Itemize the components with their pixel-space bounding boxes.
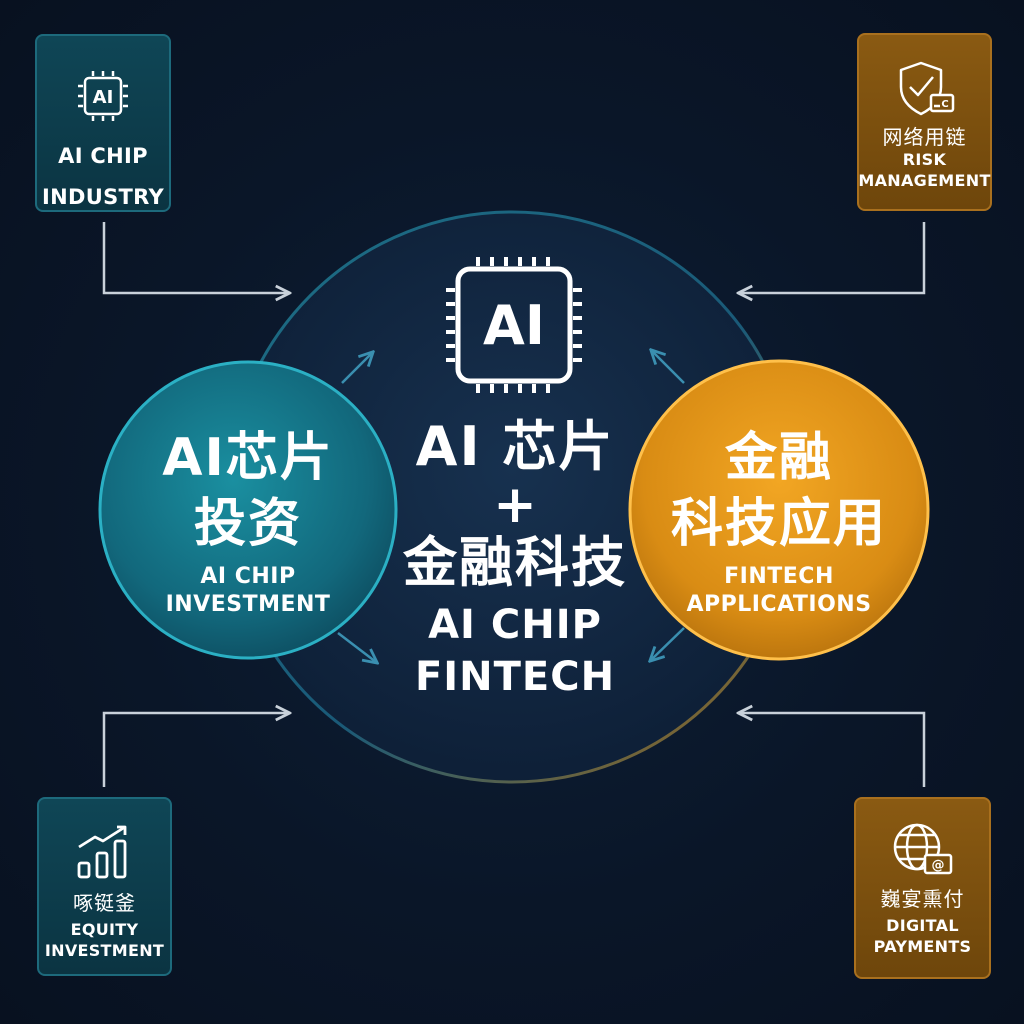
left-cn-line2: 投资 bbox=[193, 494, 302, 554]
right-en-line1: FINTECH bbox=[724, 564, 834, 589]
center-plus: + bbox=[493, 475, 537, 535]
left-en-line2: INVESTMENT bbox=[165, 592, 331, 617]
corner-chip-label: AI bbox=[93, 87, 114, 108]
right-circle-label: 金融 科技应用 FINTECH APPLICATIONS bbox=[630, 425, 928, 619]
bar-chart-up-icon bbox=[77, 825, 126, 879]
globe-card-icon: @ bbox=[893, 823, 952, 875]
connector-top-right bbox=[740, 222, 926, 293]
center-title: AI 芯片 + 金融科技 AI CHIP FINTECH bbox=[370, 415, 660, 703]
corner-bl-cn: 啄铤釜 bbox=[73, 891, 136, 915]
card-at-label: @ bbox=[931, 858, 944, 873]
center-cn-line1: AI 芯片 bbox=[415, 415, 615, 478]
inner-arrow-upper-right bbox=[652, 351, 685, 384]
left-circle bbox=[98, 360, 398, 660]
corner-box-ai-chip-industry: AI AI CHIP INDUSTRY bbox=[35, 34, 171, 212]
chip-label: AI bbox=[483, 294, 545, 357]
left-en-line1: AI CHIP bbox=[200, 564, 296, 589]
corner-br-en-line1: DIGITAL bbox=[886, 916, 959, 935]
center-en-line1: AI CHIP bbox=[428, 602, 602, 648]
inner-arrow-lower-left bbox=[337, 632, 376, 662]
corner-box-digital-payments: @ 巍宴熏付 DIGITAL PAYMENTS bbox=[854, 797, 991, 979]
corner-br-en-line2: PAYMENTS bbox=[873, 937, 972, 956]
corner-tr-en-line1: RISK bbox=[902, 150, 947, 169]
corner-br-cn: 巍宴熏付 bbox=[880, 887, 965, 911]
right-en-line2: APPLICATIONS bbox=[686, 592, 872, 617]
inner-arrow-upper-left bbox=[341, 353, 372, 384]
corner-tr-en-line2: MANAGEMENT bbox=[858, 171, 991, 190]
right-circle bbox=[628, 359, 930, 661]
ai-chip-icon: AI bbox=[78, 71, 128, 121]
ai-chip-icon bbox=[446, 257, 582, 393]
left-circle-label: AI芯片 投资 AI CHIP INVESTMENT bbox=[100, 425, 396, 619]
connector-bottom-right bbox=[740, 713, 926, 787]
inner-arrow-lower-right bbox=[651, 627, 685, 660]
right-cn-line1: 金融 bbox=[724, 428, 833, 488]
connector-top-left bbox=[102, 222, 288, 293]
card-icon-label: C bbox=[941, 99, 948, 110]
corner-box-equity-investment: 啄铤釜 EQUITY INVESTMENT bbox=[37, 797, 172, 976]
corner-tl-en-line2: INDUSTRY bbox=[42, 185, 164, 209]
right-cn-line2: 科技应用 bbox=[670, 494, 887, 554]
center-cn-line2: 金融科技 bbox=[403, 531, 627, 594]
corner-tl-en-line1: AI CHIP bbox=[58, 144, 148, 168]
left-cn-line1: AI芯片 bbox=[162, 428, 334, 488]
corner-box-risk-management: C 网络用链 RISK MANAGEMENT bbox=[857, 33, 992, 211]
corner-bl-en-line1: EQUITY bbox=[70, 920, 139, 939]
center-en-line2: FINTECH bbox=[414, 654, 616, 700]
corner-tr-cn: 网络用链 bbox=[882, 125, 967, 149]
corner-bl-en-line2: INVESTMENT bbox=[44, 941, 165, 960]
connector-bottom-left bbox=[102, 713, 288, 787]
shield-check-icon: C bbox=[899, 61, 954, 116]
